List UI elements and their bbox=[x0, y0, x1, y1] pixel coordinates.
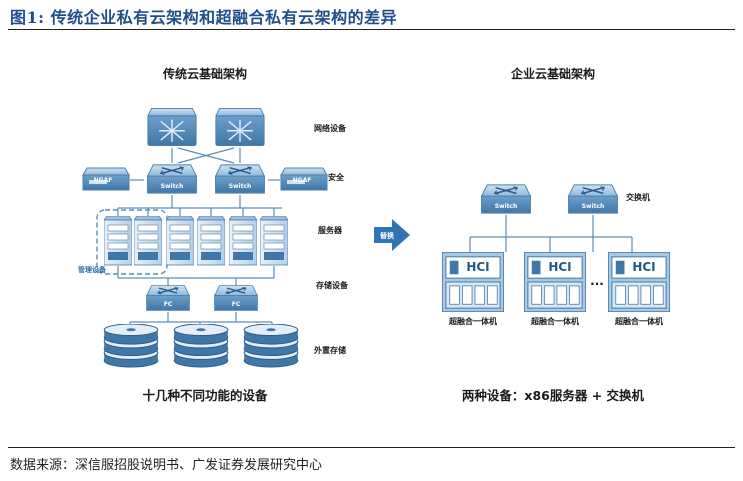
left-links-top bbox=[171, 147, 241, 164]
left-switch-row: NGAF Switch Switch NGAF bbox=[82, 164, 328, 194]
left-server-bus bbox=[117, 195, 282, 216]
label-storage-net: 存储设备 bbox=[315, 280, 349, 290]
label-network: 网络设备 bbox=[314, 123, 347, 133]
router-icon bbox=[215, 107, 265, 147]
server-icon bbox=[166, 216, 194, 266]
right-node-labels: 超融合一体机 超融合一体机 超融合一体机 bbox=[448, 316, 663, 326]
svg-text:HCI: HCI bbox=[466, 260, 489, 274]
svg-text:HCI: HCI bbox=[548, 260, 571, 274]
right-links bbox=[469, 215, 633, 252]
svg-text:NGAF: NGAF bbox=[293, 177, 312, 184]
right-heading: 企业云基础架构 bbox=[510, 66, 595, 81]
label-switch: 交换机 bbox=[626, 192, 650, 202]
left-caption: 十几种不同功能的设备 bbox=[142, 388, 268, 403]
figure-title: 图1: 传统企业私有云架构和超融合私有云架构的差异 bbox=[10, 8, 398, 27]
disk-array-icon bbox=[173, 324, 229, 368]
left-routers bbox=[147, 107, 265, 147]
left-fc-links bbox=[117, 266, 275, 286]
svg-text:Switch: Switch bbox=[495, 203, 518, 210]
right-hci-nodes: HCI HCI HCI bbox=[442, 252, 670, 312]
right-caption: 两种设备：x86服务器 + 交换机 bbox=[462, 388, 645, 403]
svg-text:超融合一体机: 超融合一体机 bbox=[448, 316, 497, 326]
svg-text:HCI: HCI bbox=[632, 260, 655, 274]
svg-text:超融合一体机: 超融合一体机 bbox=[614, 316, 663, 326]
source-note: 数据来源：深信服招股说明书、广发证券发展研究中心 bbox=[10, 458, 323, 473]
server-icon bbox=[229, 216, 257, 266]
label-ext-storage: 外置存储 bbox=[314, 345, 346, 355]
server-icon bbox=[134, 216, 162, 266]
hci-ellipsis: ··· bbox=[590, 277, 604, 291]
replace-arrow: 替换 bbox=[374, 219, 410, 251]
svg-text:FC: FC bbox=[164, 301, 173, 308]
right-switches: Switch Switch bbox=[480, 184, 619, 214]
replace-label: 替换 bbox=[380, 231, 395, 240]
svg-text:超融合一体机: 超融合一体机 bbox=[530, 316, 579, 326]
label-security: 安全 bbox=[328, 172, 345, 182]
left-servers bbox=[104, 216, 288, 266]
architecture-diagram: 传统云基础架构 NGAF Switch Switch NGAF bbox=[78, 66, 670, 403]
bottom-rule bbox=[8, 447, 735, 448]
label-server: 服务器 bbox=[318, 225, 343, 235]
left-storage-disks bbox=[103, 324, 299, 368]
server-icon bbox=[104, 216, 132, 266]
left-fc-switches: FC FC bbox=[145, 284, 259, 312]
svg-text:FC: FC bbox=[232, 301, 241, 308]
server-icon bbox=[197, 216, 225, 266]
svg-text:Switch: Switch bbox=[161, 183, 184, 190]
server-icon bbox=[260, 216, 288, 266]
svg-text:NGAF: NGAF bbox=[94, 177, 113, 184]
mgmt-label: 管理设备 bbox=[78, 265, 107, 274]
disk-array-icon bbox=[103, 324, 159, 368]
left-heading: 传统云基础架构 bbox=[162, 66, 247, 81]
router-icon bbox=[147, 107, 197, 147]
top-rule bbox=[8, 29, 735, 30]
svg-text:Switch: Switch bbox=[229, 183, 252, 190]
disk-array-icon bbox=[243, 324, 299, 368]
svg-text:Switch: Switch bbox=[582, 203, 605, 210]
